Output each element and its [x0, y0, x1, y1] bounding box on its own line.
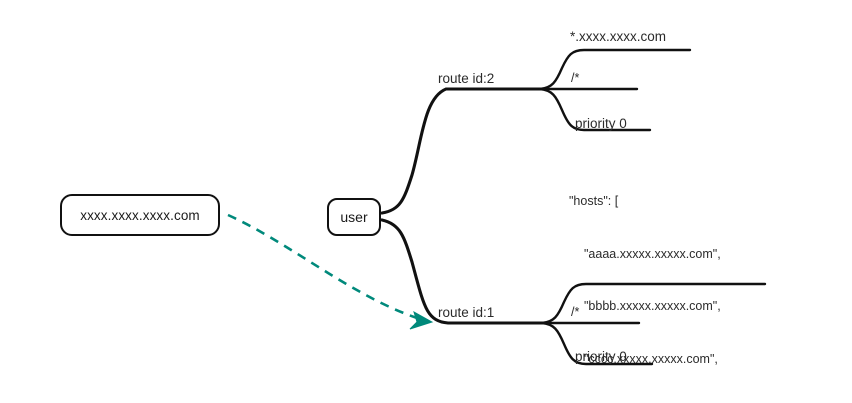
hosts-line-entry-2: "bbbb.xxxxx.xxxxx.com", [584, 299, 721, 313]
leaf-label-priority-top[interactable]: priority 0 [575, 116, 627, 131]
source-domain-node[interactable]: xxxx.xxxx.xxxx.com [60, 194, 220, 236]
user-node-label: user [340, 209, 368, 225]
user-node[interactable]: user [327, 198, 381, 236]
edge-route2-to-host-wildcard [538, 48, 692, 91]
dashed-connector-arrow [227, 213, 418, 320]
dashed-connector-arrowhead [409, 310, 434, 330]
leaf-label-path-bottom[interactable]: /* [571, 305, 580, 319]
hosts-line-entry-3: "cccc.xxxxx.xxxxx.com", [584, 351, 718, 366]
leaf-label-host-wildcard[interactable]: *.xxxx.xxxx.com [570, 29, 667, 44]
branch-label-route-id-1[interactable]: route id:1 [438, 305, 495, 320]
leaf-hosts-json-block[interactable]: "hosts": [ "aaaa.xxxxx.xxxxx.com", "bbbb… [569, 158, 721, 403]
hosts-line-entry-1: "aaaa.xxxxx.xxxxx.com", [584, 246, 721, 261]
edge-user-to-route2 [380, 87, 542, 215]
leaf-label-path-top[interactable]: /* [571, 71, 580, 85]
branch-label-route-id-2[interactable]: route id:2 [438, 71, 495, 86]
hosts-line-open: "hosts": [ [569, 194, 619, 208]
source-domain-label: xxxx.xxxx.xxxx.com [80, 207, 200, 223]
leaf-label-priority-bottom[interactable]: priority 0 [575, 349, 627, 364]
